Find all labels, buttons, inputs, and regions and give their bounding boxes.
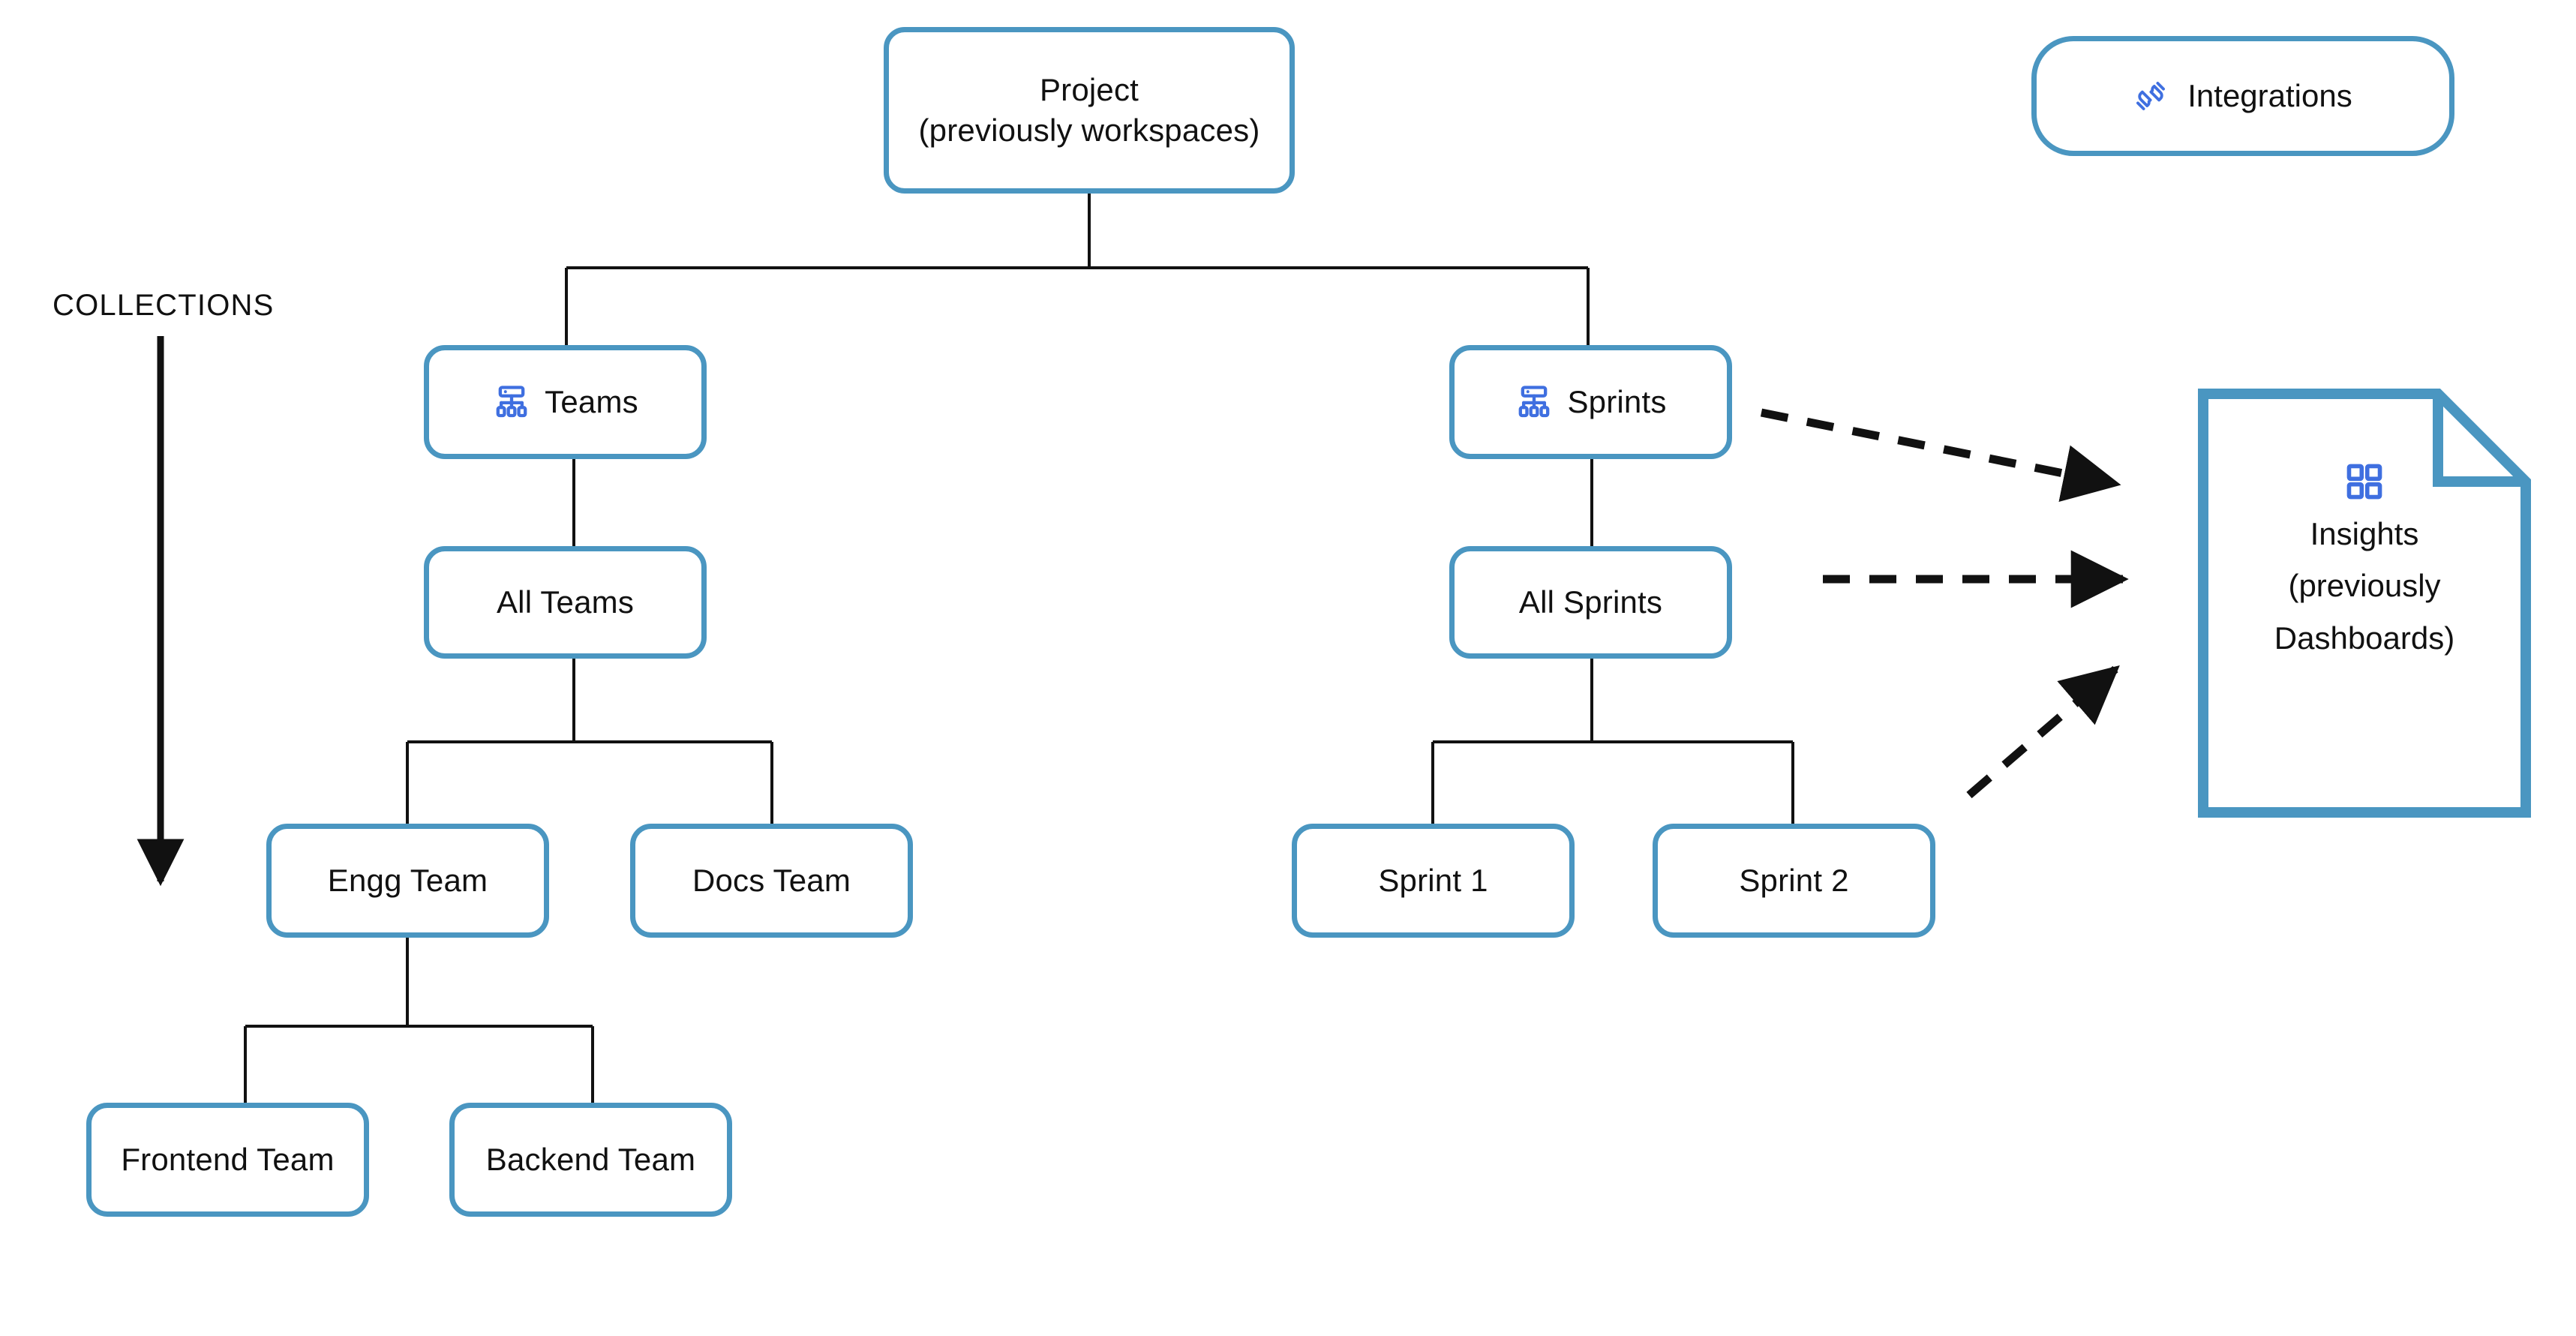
node-all-sprints[interactable]: All Sprints — [1449, 546, 1732, 659]
node-docs-team[interactable]: Docs Team — [630, 824, 913, 938]
node-sprint-1[interactable]: Sprint 1 — [1292, 824, 1575, 938]
node-sprints[interactable]: Sprints — [1449, 345, 1732, 459]
node-teams[interactable]: Teams — [424, 345, 707, 459]
node-engg-team[interactable]: Engg Team — [266, 824, 549, 938]
node-docs-team-label: Docs Team — [692, 863, 851, 899]
node-all-sprints-label: All Sprints — [1518, 584, 1663, 620]
edge-sprint2-to-insights — [1966, 665, 2120, 799]
document-with-folded-corner-icon — [2198, 389, 2531, 818]
node-sprint-2-label: Sprint 2 — [1739, 863, 1849, 899]
node-project[interactable]: Project (previously workspaces) — [884, 27, 1295, 194]
node-insights[interactable]: Insights (previously Dashboards) — [2198, 389, 2531, 818]
node-all-teams-label: All Teams — [496, 584, 635, 620]
integrations-label: Integrations — [2187, 78, 2352, 113]
node-backend-team[interactable]: Backend Team — [449, 1103, 732, 1217]
node-frontend-team-label: Frontend Team — [121, 1142, 335, 1178]
node-project-line1: Project — [1039, 72, 1139, 108]
insights-line2: (previously — [2288, 568, 2441, 604]
hierarchy-icon — [492, 383, 531, 422]
node-sprint-1-label: Sprint 1 — [1378, 863, 1488, 899]
insights-content: Insights (previously Dashboards) — [2198, 461, 2531, 659]
edge-sprints-to-insights — [1760, 408, 2121, 503]
insights-line3: Dashboards) — [2274, 620, 2455, 656]
node-teams-label: Teams — [545, 384, 638, 420]
node-engg-team-label: Engg Team — [327, 863, 488, 899]
node-backend-team-label: Backend Team — [485, 1142, 696, 1178]
node-sprint-2[interactable]: Sprint 2 — [1653, 824, 1935, 938]
node-sprints-label: Sprints — [1567, 384, 1667, 420]
hierarchy-icon — [1515, 383, 1554, 422]
node-frontend-team[interactable]: Frontend Team — [86, 1103, 369, 1217]
integrations-pill[interactable]: Integrations — [2031, 36, 2454, 156]
plug-connector-icon — [2133, 79, 2168, 113]
node-project-line2: (previously workspaces) — [918, 113, 1260, 148]
dashboard-grid-icon — [2343, 461, 2385, 503]
collections-caption: COLLECTIONS — [53, 289, 275, 322]
node-all-teams[interactable]: All Teams — [424, 546, 707, 659]
insights-line1: Insights — [2310, 516, 2419, 551]
